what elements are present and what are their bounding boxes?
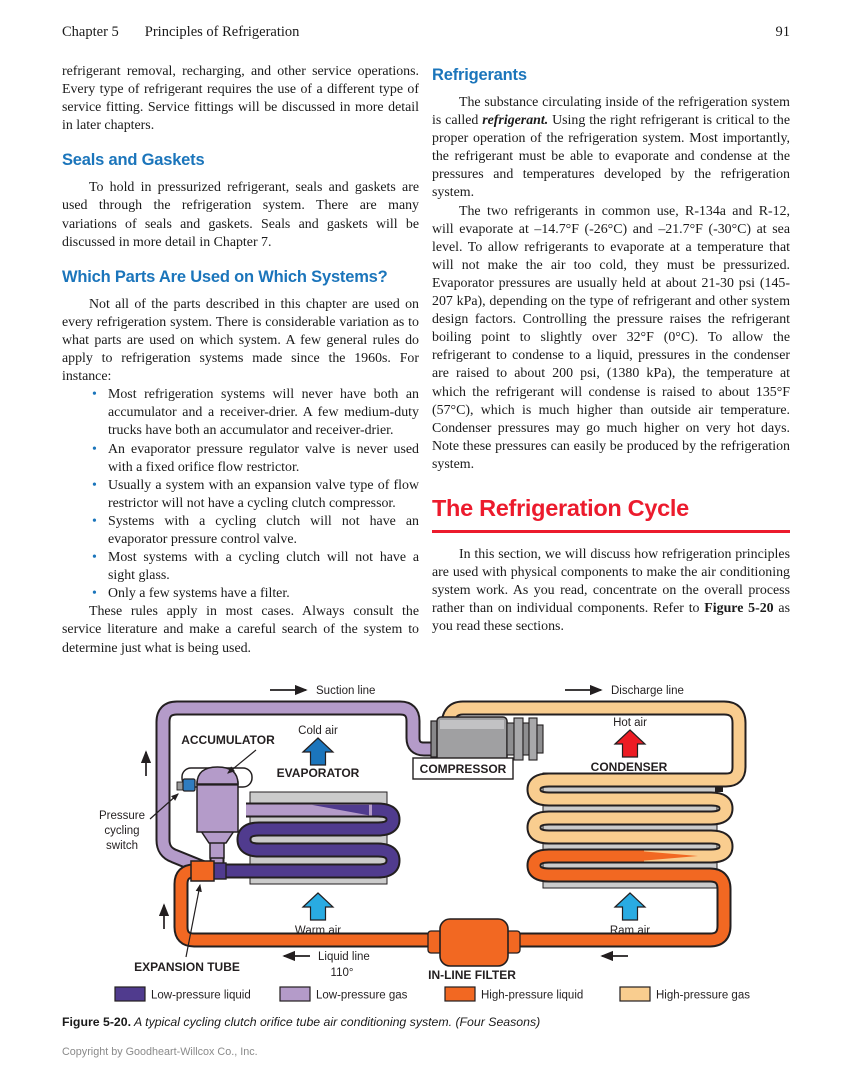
legend-label: High-pressure liquid — [481, 990, 583, 1002]
refrigerants-paragraph-2: The two refrigerants in common use, R-13… — [432, 203, 790, 472]
evaporator-label: EVAPORATOR — [277, 766, 360, 780]
major-heading-refrigeration-cycle: The Refrigeration Cycle — [432, 494, 689, 521]
bullet-item: Most refrigeration systems will never ha… — [92, 386, 419, 440]
pressure-switch-label-3: switch — [106, 840, 138, 852]
legend-swatch-high-pressure-gas — [619, 986, 651, 1002]
in-line-filter-label: IN-LINE FILTER — [428, 968, 516, 982]
suction-line-label: Suction line — [316, 685, 375, 697]
liquid-line-temp-label: 110° — [331, 967, 354, 979]
figure-caption: Figure 5-20. A typical cycling clutch or… — [62, 1015, 742, 1030]
which-parts-bullet-list: Most refrigeration systems will never ha… — [62, 386, 419, 603]
cycle-paragraph: In this section, we will discuss how ref… — [432, 546, 790, 636]
accumulator-label: ACCUMULATOR — [181, 733, 275, 747]
discharge-line-label: Discharge line — [611, 685, 684, 697]
copyright-line: Copyright by Goodheart-Willcox Co., Inc. — [62, 1046, 258, 1058]
refrigerants-paragraph-1: The substance circulating inside of the … — [432, 94, 790, 203]
refrigerant-term: refrigerant. — [482, 113, 549, 129]
high-pressure-liquid-pipe — [173, 848, 732, 948]
legend-swatch-low-pressure-gas — [279, 986, 311, 1002]
chapter-title: Principles of Refrigeration — [144, 24, 300, 40]
cycle-before: In this section, we will discuss how ref… — [432, 546, 790, 617]
warm-air-label: Warm air — [295, 925, 341, 937]
legend-label: Low-pressure gas — [316, 990, 408, 1002]
ram-air-arrow-icon — [613, 892, 647, 921]
legend-label: Low-pressure liquid — [151, 990, 251, 1002]
liquid-line-label: Liquid line — [318, 951, 370, 963]
evaporator-coil-gas-section — [246, 802, 372, 818]
legend: Low-pressure liquid Low-pressure gas Hig… — [114, 986, 750, 1002]
accumulator-pointer-icon — [227, 749, 257, 774]
cold-air-arrow-icon — [301, 737, 335, 766]
bullet-item: Usually a system with an expansion valve… — [92, 477, 419, 513]
ram-air-label: Ram air — [610, 925, 650, 937]
compressor-label-box — [412, 757, 514, 780]
which-parts-closing: These rules apply in most cases. Always … — [62, 604, 419, 656]
condenser-coil-gas-section — [526, 772, 734, 864]
refrigeration-cycle-diagram: Suction line Discharge line ACCUMULATOR … — [99, 684, 750, 1002]
right-column: Refrigerants The substance circulating i… — [432, 63, 790, 636]
cycle-after: as you read these sections. — [432, 601, 790, 635]
header-left: Chapter 5 Principles of Refrigeration — [62, 24, 299, 41]
evaporator-coil-liquid-section — [210, 802, 401, 879]
warm-air-arrow-icon — [301, 892, 335, 921]
bullet-item: Systems with a cycling clutch will not h… — [92, 513, 419, 549]
pressure-cycling-switch — [176, 778, 196, 792]
figure-reference: Figure 5-20 — [704, 601, 774, 617]
left-column: refrigerant removal, recharging, and oth… — [62, 63, 419, 658]
figure-caption-number: Figure 5-20. — [62, 1015, 132, 1029]
section-heading-refrigerants: Refrigerants — [432, 66, 527, 84]
pressure-switch-label-1: Pressure — [99, 810, 145, 822]
bullet-item: Only a few systems have a filter. — [92, 585, 419, 603]
bullet-item: Most systems with a cycling clutch will … — [92, 549, 419, 585]
hot-air-arrow-icon — [613, 729, 647, 758]
expansion-tube — [190, 860, 227, 882]
continuation-paragraph: refrigerant removal, recharging, and oth… — [62, 64, 419, 134]
evaporating-transition — [312, 804, 369, 816]
bullet-item: An evaporator pressure regulator valve i… — [92, 441, 419, 477]
accumulator — [196, 766, 239, 859]
expansion-tube-label: EXPANSION TUBE — [134, 960, 240, 974]
p1-after: Using the right refrigerant is critical … — [432, 113, 790, 201]
compressor-label: COMPRESSOR — [420, 762, 507, 776]
section-heading-seals: Seals and Gaskets — [62, 151, 205, 170]
which-parts-intro: Not all of the parts described in this c… — [62, 296, 419, 385]
expansion-tube-pointer-icon — [185, 883, 202, 958]
condensing-transition — [642, 851, 698, 861]
p1-before: The substance circulating inside of the … — [432, 95, 790, 129]
legend-label: High-pressure gas — [656, 990, 750, 1002]
discharge-line-pipe — [440, 700, 747, 788]
condenser-label: CONDENSER — [591, 760, 668, 774]
running-header: Chapter 5 Principles of Refrigeration 91 — [62, 24, 790, 41]
legend-swatch-high-pressure-liquid — [444, 986, 476, 1002]
cold-air-label: Cold air — [298, 725, 338, 737]
section-heading-which-parts: Which Parts Are Used on Which Systems? — [62, 267, 388, 286]
compressor-highlight — [440, 720, 504, 729]
condenser-bracket — [715, 787, 723, 792]
pressure-switch-label-2: cycling — [104, 825, 139, 837]
legend-swatch-low-pressure-liquid — [114, 986, 146, 1002]
major-heading-block: The Refrigeration Cycle — [432, 495, 790, 533]
chapter-number: Chapter 5 — [62, 24, 119, 40]
hot-air-label: Hot air — [613, 717, 647, 729]
compressor — [430, 716, 544, 762]
seals-paragraph: To hold in pressurized refrigerant, seal… — [62, 180, 419, 250]
figure-caption-text: A typical cycling clutch orifice tube ai… — [131, 1015, 541, 1029]
in-line-filter — [427, 918, 521, 967]
page-number: 91 — [775, 24, 791, 40]
switch-pointer-icon — [149, 793, 179, 820]
